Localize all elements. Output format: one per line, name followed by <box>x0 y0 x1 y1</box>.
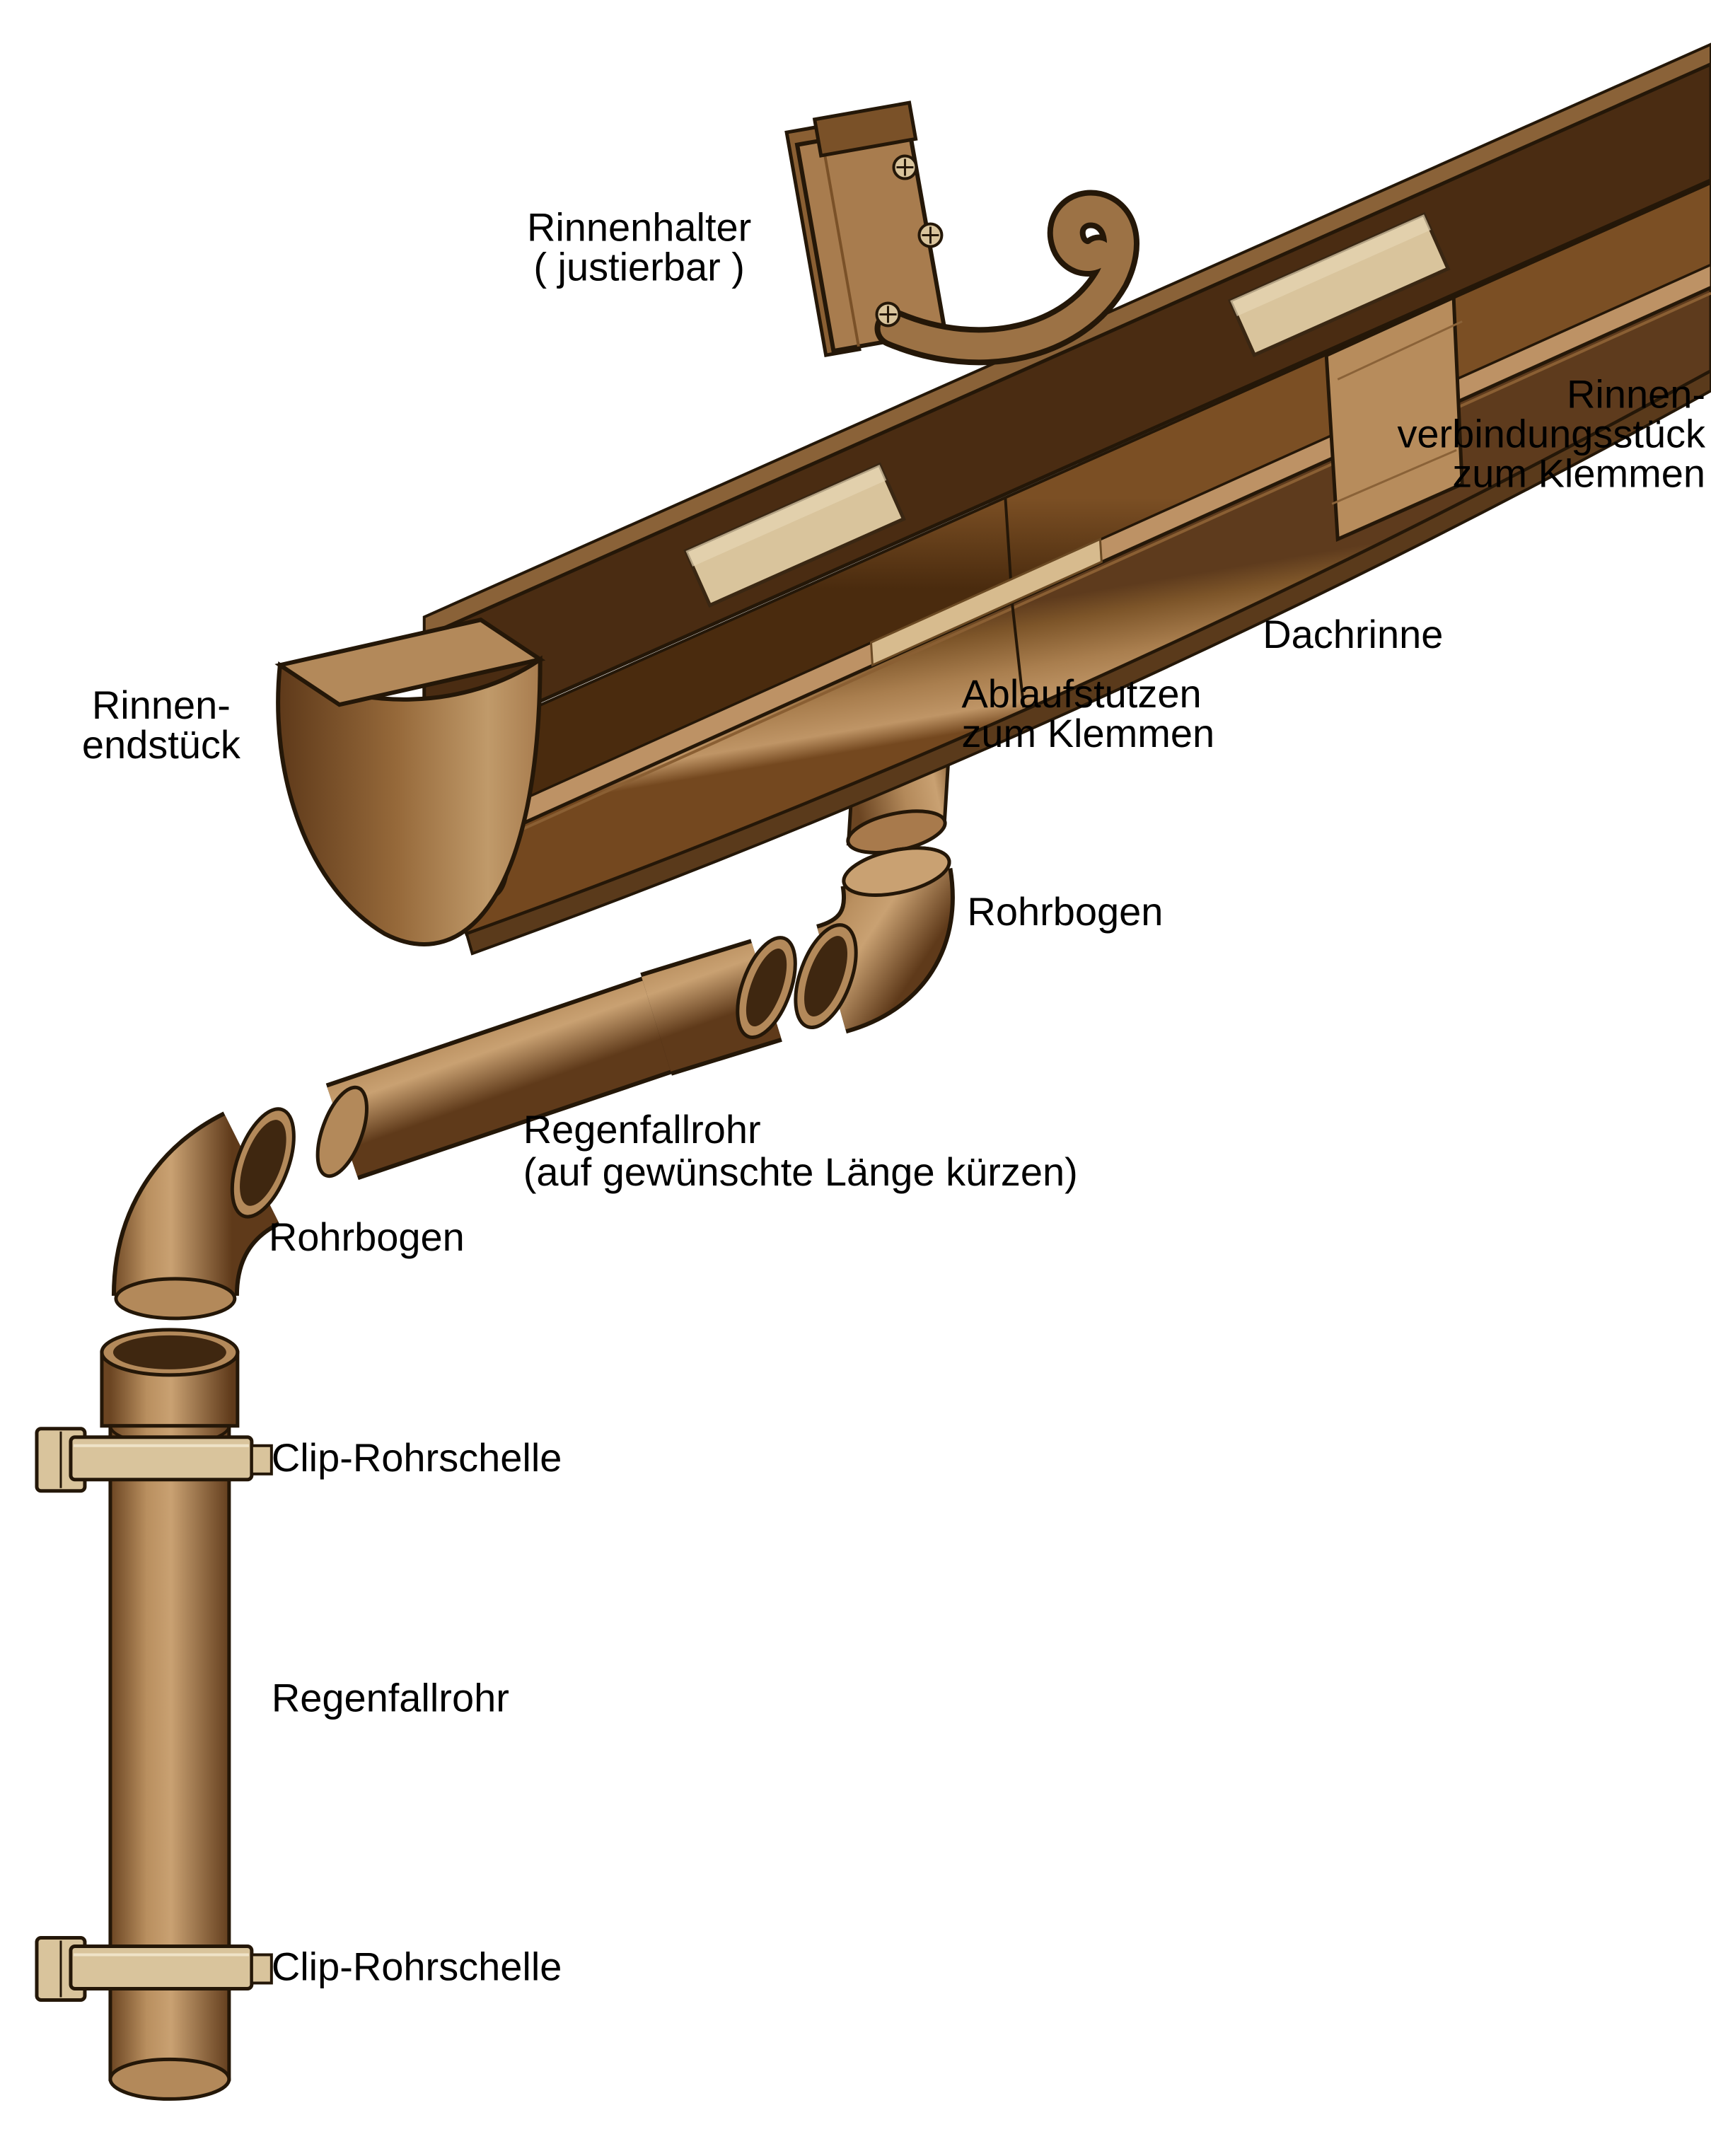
rim-clamp-strip <box>869 538 1103 667</box>
label-clip-upper: Clip-Rohrschelle <box>272 1435 562 1480</box>
label-regenfallrohr-diag-line1: Regenfallrohr <box>523 1107 761 1152</box>
label-verbindungsstueck-line2: verbindungsstück <box>1397 411 1706 456</box>
label-ablaufstutzen-line2: zum Klemmen <box>961 711 1214 755</box>
label-rinnenhalter-line1: Rinnenhalter <box>527 204 751 249</box>
clip-rohrschelle-upper-part <box>35 1427 273 1493</box>
gutter-seam <box>1004 498 1026 708</box>
rinnenendstueck-part <box>274 618 546 946</box>
label-verbindungsstueck-line1: Rinnen- <box>1567 371 1705 416</box>
rohrbogen-upper-part <box>794 846 955 1034</box>
adjust-screw-bottom <box>875 301 901 328</box>
endcap-bowl <box>276 655 543 946</box>
gutter-bead-shadow <box>440 291 1711 867</box>
label-dachrinne: Dachrinne <box>1263 612 1443 656</box>
labels-layer: Rinnenhalter ( justierbar ) Rinnen- verb… <box>82 204 1706 1988</box>
label-regenfallrohr-diag-line2: (auf gewünschte Länge kürzen) <box>523 1149 1078 1194</box>
vertical-sleeve-opening <box>112 1335 226 1369</box>
endcap-top-plate <box>274 618 546 707</box>
klemm-plate-right <box>1227 211 1451 358</box>
adjust-screw-top <box>892 154 918 180</box>
label-ablaufstutzen-line1: Ablaufstutzen <box>961 671 1201 716</box>
elbow-lower-opening <box>240 1120 286 1206</box>
rohrbogen-lower-part <box>111 1107 296 1321</box>
vertical-pipe-bottom <box>108 2057 231 2101</box>
label-rinnenhalter-line2: ( justierbar ) <box>533 244 745 289</box>
label-verbindungsstueck-line3: zum Klemmen <box>1452 451 1705 495</box>
bracket-top-tab <box>812 100 918 158</box>
adjust-screw-middle <box>917 222 944 248</box>
label-clip-lower: Clip-Rohrschelle <box>272 1944 562 1988</box>
downpipe-sleeve-joint <box>640 936 797 1076</box>
rinnenverbindungsstueck-band <box>1324 294 1464 543</box>
regenfallrohr-diagonal-part <box>315 958 726 1181</box>
rinnenhalter-bracket <box>784 100 1139 366</box>
clip-rohrschelle-lower-part <box>35 1935 273 2002</box>
bracket-hook-arm <box>880 195 1134 360</box>
elbow-upper-opening <box>804 936 847 1017</box>
label-rohrbogen-lower: Rohrbogen <box>269 1215 465 1259</box>
gutter-underside <box>465 369 1711 956</box>
label-endstueck-line1: Rinnen- <box>92 683 231 727</box>
dachrinne-assembly <box>412 42 1711 956</box>
klemm-plate-left <box>683 462 906 608</box>
label-regenfallrohr-lower: Regenfallrohr <box>272 1676 509 1720</box>
label-rohrbogen-upper: Rohrbogen <box>967 889 1163 934</box>
label-endstueck-line2: endstück <box>82 722 241 767</box>
